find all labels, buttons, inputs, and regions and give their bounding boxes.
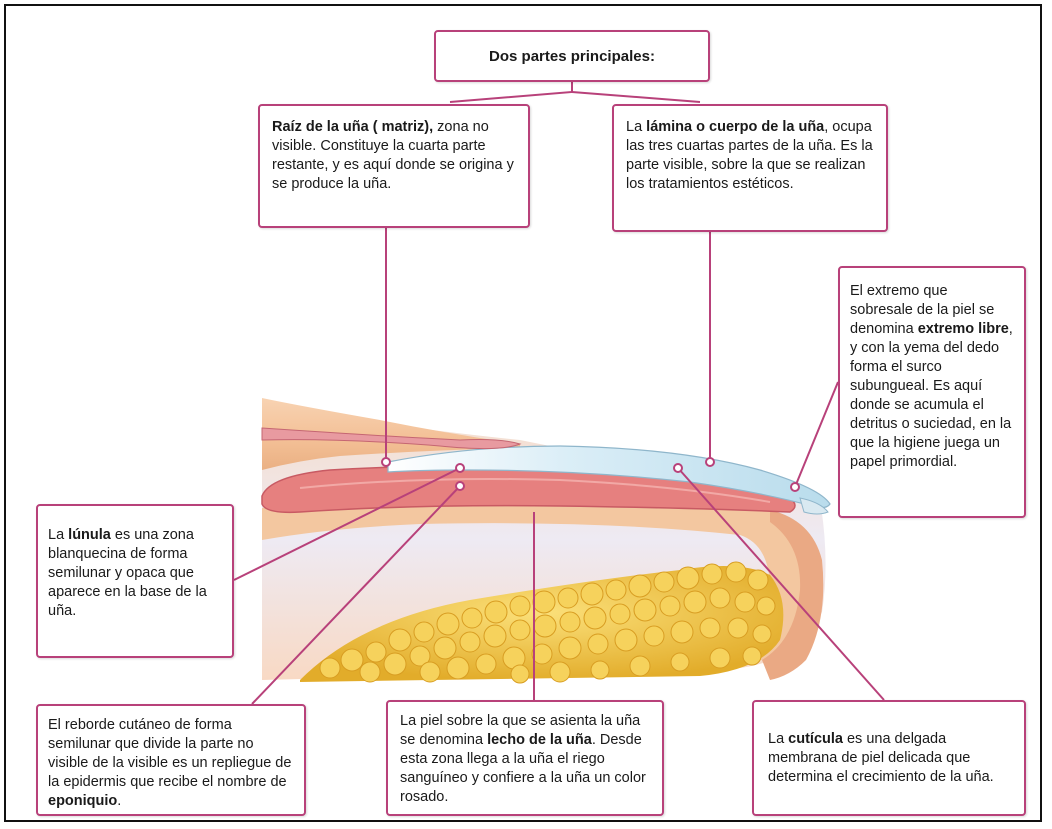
cuticula-pre: La <box>768 731 788 747</box>
lamina-term: lámina o cuerpo de la uña <box>646 119 824 135</box>
callout-lunula: La lúnula es una zona blanquecina de for… <box>36 504 234 658</box>
callout-raiz: Raíz de la uña ( matriz), zona no visibl… <box>258 104 530 228</box>
callout-lecho: La piel sobre la que se asienta la uña s… <box>386 700 664 816</box>
callout-extremo-libre: El extremo que sobresale de la piel se d… <box>838 266 1026 518</box>
main-title: Dos partes principales: <box>489 47 655 66</box>
callout-eponiquio: El reborde cutáneo de forma semilunar qu… <box>36 704 306 816</box>
main-title-box: Dos partes principales: <box>434 30 710 82</box>
eponiquio-post: . <box>117 793 121 809</box>
cuticula-term: cutícula <box>788 731 843 747</box>
raiz-term: Raíz de la uña ( matriz), <box>272 119 433 135</box>
callout-lamina: La lámina o cuerpo de la uña, ocupa las … <box>612 104 888 232</box>
eponiquio-term: eponiquio <box>48 793 117 809</box>
lunula-term: lúnula <box>68 527 111 543</box>
extremo-text: , y con la yema del dedo forma el surco … <box>850 321 1013 470</box>
lamina-pre: La <box>626 119 646 135</box>
callout-cuticula: La cutícula es una delgada membrana de p… <box>752 700 1026 816</box>
extremo-term: extremo libre <box>918 321 1009 337</box>
lecho-term: lecho de la uña <box>487 732 592 748</box>
eponiquio-pre: El reborde cutáneo de forma semilunar qu… <box>48 717 291 790</box>
lunula-pre: La <box>48 527 68 543</box>
